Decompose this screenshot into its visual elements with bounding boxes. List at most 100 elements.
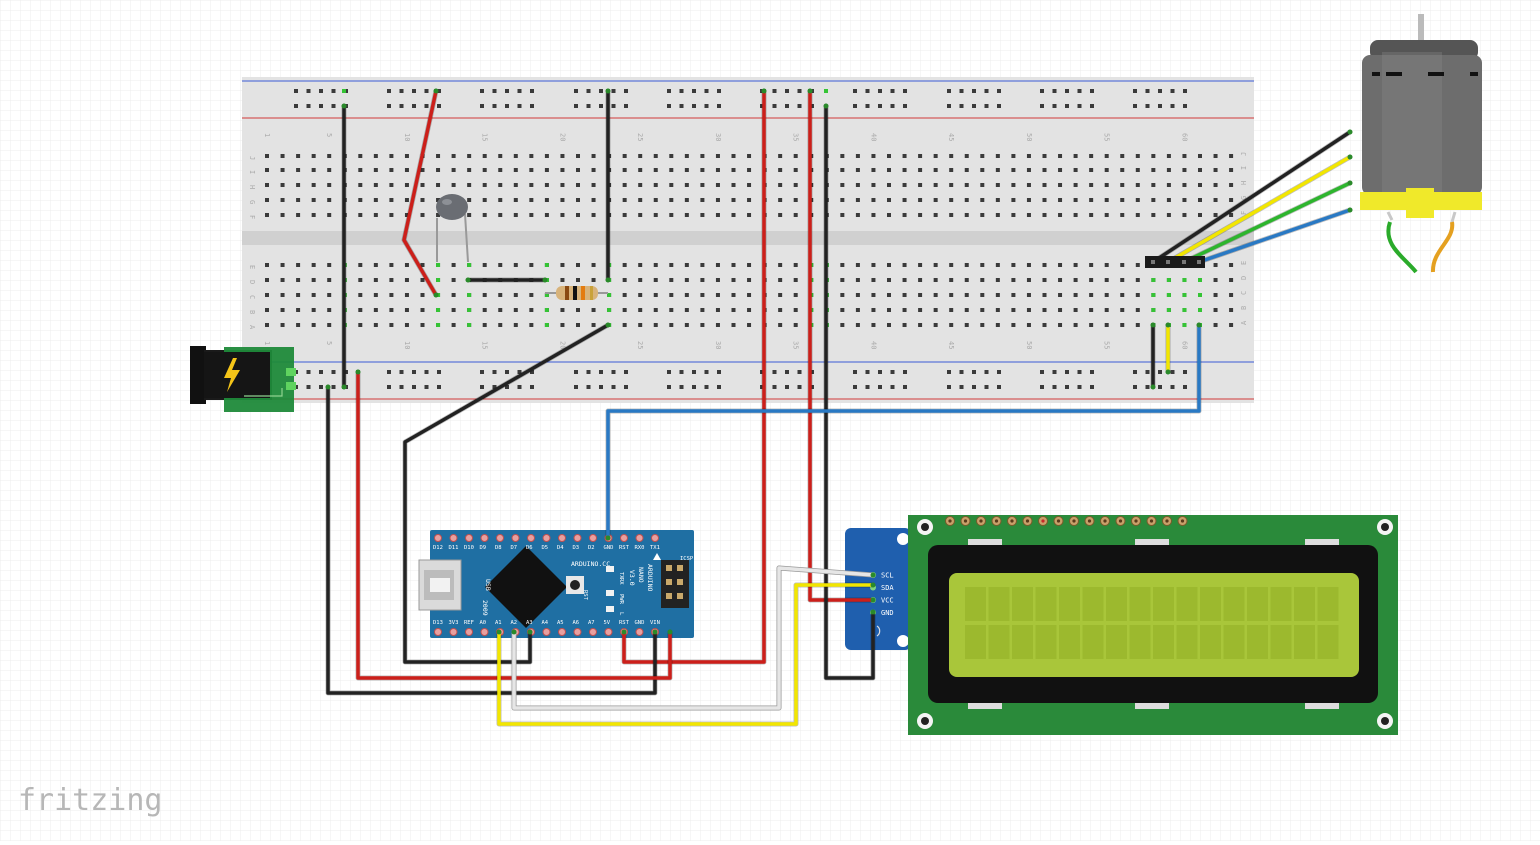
row-label-right: C bbox=[1240, 291, 1248, 295]
lcd-char-cell bbox=[1294, 587, 1315, 621]
dc-motor[interactable] bbox=[1360, 14, 1482, 274]
nano-top-pin[interactable] bbox=[511, 534, 520, 542]
nano-top-pin[interactable] bbox=[573, 534, 582, 542]
lcd-char-cell bbox=[1035, 587, 1057, 621]
nano-bottom-pin[interactable] bbox=[480, 628, 489, 636]
black-wire[interactable] bbox=[341, 103, 347, 390]
red-wire[interactable] bbox=[621, 88, 767, 665]
lcd-char-cell bbox=[1294, 625, 1315, 659]
nano-top-pin[interactable] bbox=[542, 534, 551, 542]
nano-top-pin[interactable] bbox=[465, 534, 473, 542]
nano-top-pin[interactable] bbox=[449, 534, 458, 542]
nano-bottom-pin[interactable] bbox=[558, 628, 566, 636]
red-wire[interactable] bbox=[401, 88, 439, 298]
lcd-char-cell bbox=[1247, 587, 1268, 621]
icsp-header bbox=[661, 560, 689, 608]
nano-top-pin[interactable] bbox=[496, 534, 504, 542]
nano-top-pin[interactable] bbox=[527, 534, 535, 542]
black-wire[interactable] bbox=[823, 103, 876, 681]
column-number-top: 50 bbox=[1025, 133, 1033, 141]
column-number-bottom: 30 bbox=[714, 341, 722, 349]
nano-bottom-pin-label: 5V bbox=[604, 620, 611, 626]
breadboard[interactable]: JJIIHHGGFFEEDDCCBBAA11551010151520202525… bbox=[242, 77, 1254, 403]
lcd-char-cell bbox=[988, 587, 1010, 621]
black-wire[interactable] bbox=[1150, 322, 1156, 390]
row-label-left: G bbox=[248, 200, 256, 204]
red-wire[interactable] bbox=[807, 88, 876, 603]
nano-top-pin-label: D5 bbox=[542, 545, 549, 551]
usb-label: USB bbox=[484, 579, 492, 591]
nano-top-pin[interactable] bbox=[651, 534, 659, 542]
lcd-char-cell bbox=[1012, 625, 1033, 659]
nano-top-pin-label: D7 bbox=[511, 545, 518, 551]
nano-top-pin[interactable] bbox=[620, 534, 628, 542]
row-label-left: E bbox=[248, 265, 256, 269]
year-label: 2009 bbox=[481, 600, 489, 616]
blue-wire[interactable] bbox=[605, 322, 1202, 541]
yellow-wire[interactable] bbox=[496, 582, 876, 727]
row-label-left: J bbox=[248, 156, 256, 160]
column-number-top: 30 bbox=[714, 133, 722, 141]
nano-bottom-pin[interactable] bbox=[434, 628, 442, 636]
nano-bottom-pin-label: A2 bbox=[511, 620, 518, 626]
yellow-wire[interactable] bbox=[1165, 322, 1171, 375]
i2c-pin-label: GND bbox=[881, 609, 894, 617]
nano-bottom-pin-label: A1 bbox=[495, 620, 502, 626]
black-wire[interactable] bbox=[465, 277, 548, 283]
nano-top-pin[interactable] bbox=[434, 534, 442, 542]
nano-top-pin[interactable] bbox=[635, 534, 644, 542]
rx-label: RX bbox=[618, 578, 624, 585]
nano-bottom-pin[interactable] bbox=[604, 628, 613, 636]
nano-bottom-pin-label: GND bbox=[635, 620, 645, 626]
black-wire[interactable] bbox=[402, 322, 611, 665]
column-number-top: 15 bbox=[481, 133, 489, 141]
lcd-char-cell bbox=[1317, 587, 1339, 621]
nano-top-pin-label: D6 bbox=[526, 545, 533, 551]
column-number-top: 20 bbox=[558, 133, 566, 141]
rst-label: RST bbox=[582, 590, 588, 601]
nano-bottom-pin-label: A7 bbox=[588, 620, 595, 626]
nano-bottom-pin[interactable] bbox=[542, 628, 551, 636]
lcd-char-cell bbox=[1035, 625, 1057, 659]
lcd-char-cell bbox=[1059, 625, 1080, 659]
blue-wire[interactable] bbox=[1196, 207, 1353, 265]
dc-power-jack[interactable] bbox=[190, 346, 296, 412]
lightning-icon bbox=[224, 358, 240, 392]
row-label-left: C bbox=[248, 295, 256, 299]
white-wire[interactable] bbox=[511, 565, 876, 711]
microcontroller-chip bbox=[484, 545, 568, 629]
resistor[interactable] bbox=[545, 286, 608, 300]
nano-bottom-pin[interactable] bbox=[635, 628, 644, 636]
nano-bottom-pin-label: 3V3 bbox=[449, 620, 459, 626]
nano-top-pin[interactable] bbox=[558, 534, 566, 542]
nano-top-pin-label: GND bbox=[604, 545, 614, 551]
column-number-top: 10 bbox=[403, 133, 411, 141]
lcd-char-cell bbox=[1200, 625, 1221, 659]
column-number-bottom: 25 bbox=[636, 341, 644, 349]
nano-bottom-pin-label: RST bbox=[619, 620, 630, 626]
lcd-char-cell bbox=[1223, 625, 1245, 659]
column-number-top: 5 bbox=[325, 133, 333, 137]
nano-bottom-pin[interactable] bbox=[573, 628, 582, 636]
nano-bottom-pin[interactable] bbox=[589, 628, 597, 636]
nano-top-pin[interactable] bbox=[480, 534, 489, 542]
black-wire[interactable] bbox=[325, 384, 658, 696]
lcd-char-cell bbox=[1270, 625, 1292, 659]
column-number-bottom: 55 bbox=[1103, 341, 1111, 349]
nano-top-pin-label: D10 bbox=[464, 545, 474, 551]
nano-bottom-pin[interactable] bbox=[465, 628, 473, 636]
row-label-left: A bbox=[248, 325, 256, 330]
black-wire[interactable] bbox=[605, 88, 611, 283]
row-label-right: G bbox=[1240, 196, 1248, 200]
i2c-pin-label: SDA bbox=[881, 584, 894, 592]
thermistor[interactable] bbox=[436, 194, 469, 263]
nano-bottom-pin[interactable] bbox=[449, 628, 458, 636]
lcd-16x2[interactable] bbox=[908, 515, 1398, 735]
lcd-char-cell bbox=[965, 587, 986, 621]
lcd-char-cell bbox=[1129, 587, 1151, 621]
nano-top-pin[interactable] bbox=[589, 534, 597, 542]
arduino-nano[interactable]: USB 2009 ARDUINO.CC RST TX RX PWR L ARDU… bbox=[418, 530, 694, 638]
nano-top-pin-label: D3 bbox=[573, 545, 580, 551]
